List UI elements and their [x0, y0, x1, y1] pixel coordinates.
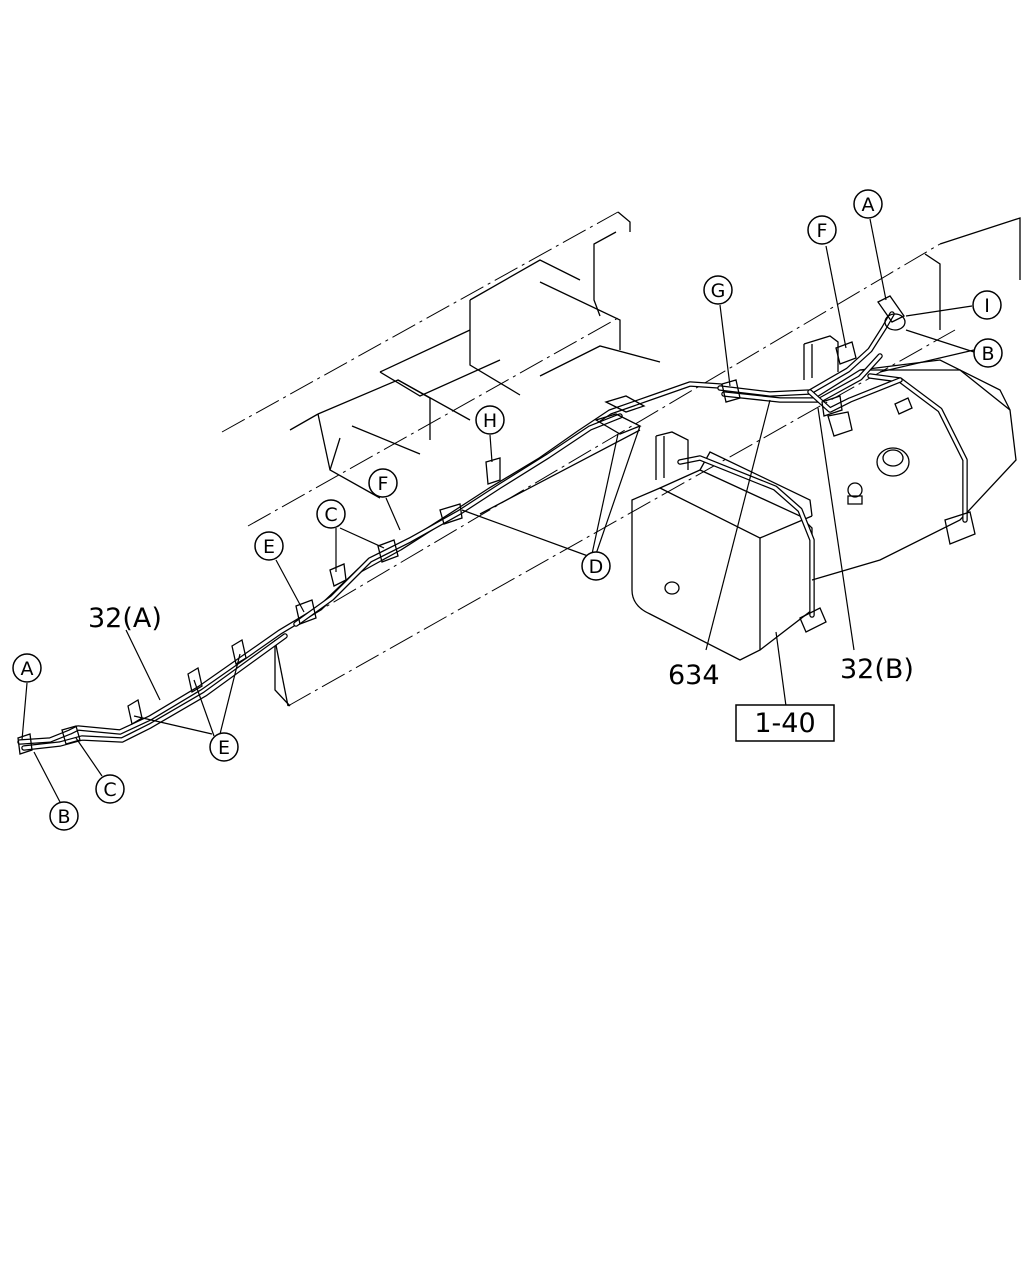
reference-box[interactable]: 1-40 [735, 704, 835, 742]
svg-text:G: G [711, 280, 726, 302]
svg-text:C: C [103, 779, 116, 801]
part-number-634: 634 [668, 660, 720, 691]
svg-text:E: E [263, 536, 275, 558]
svg-text:D: D [589, 556, 604, 578]
fuel-pipe-32b [717, 295, 906, 417]
fuel-pipe-32a [17, 381, 723, 755]
callout-h: H [475, 405, 505, 435]
svg-text:H: H [483, 410, 497, 432]
svg-text:E: E [218, 737, 230, 759]
callout-c-mid: C [316, 499, 346, 529]
part-number-32a: 32(A) [88, 603, 162, 634]
svg-text:I: I [984, 295, 990, 317]
callout-a-tank: A [853, 189, 883, 219]
chassis-frame [221, 211, 1021, 707]
reference-box-label: 1-40 [754, 708, 815, 739]
callout-b-tank: B [973, 338, 1003, 368]
svg-text:A: A [862, 194, 875, 216]
part-number-32b: 32(B) [840, 654, 914, 685]
svg-text:B: B [981, 343, 994, 365]
svg-text:C: C [324, 504, 337, 526]
callout-e-rear: E [209, 732, 239, 762]
callout-f-mid: F [368, 468, 398, 498]
callout-f-tank: F [807, 215, 837, 245]
callout-e-mid: E [254, 531, 284, 561]
fuel-tank-rear [803, 335, 1017, 581]
svg-text:F: F [817, 220, 828, 242]
fuel-tank-front [631, 431, 827, 661]
svg-text:A: A [21, 658, 34, 680]
svg-text:B: B [57, 806, 70, 828]
svg-text:F: F [378, 473, 389, 495]
leader-lines [21, 218, 975, 803]
callout-i-tank: I [972, 290, 1002, 320]
callout-c-rear: C [95, 774, 125, 804]
callout-g: G [703, 275, 733, 305]
callout-b-rear: B [49, 801, 79, 831]
callout-d: D [581, 551, 611, 581]
callout-a-rear: A [12, 653, 42, 683]
